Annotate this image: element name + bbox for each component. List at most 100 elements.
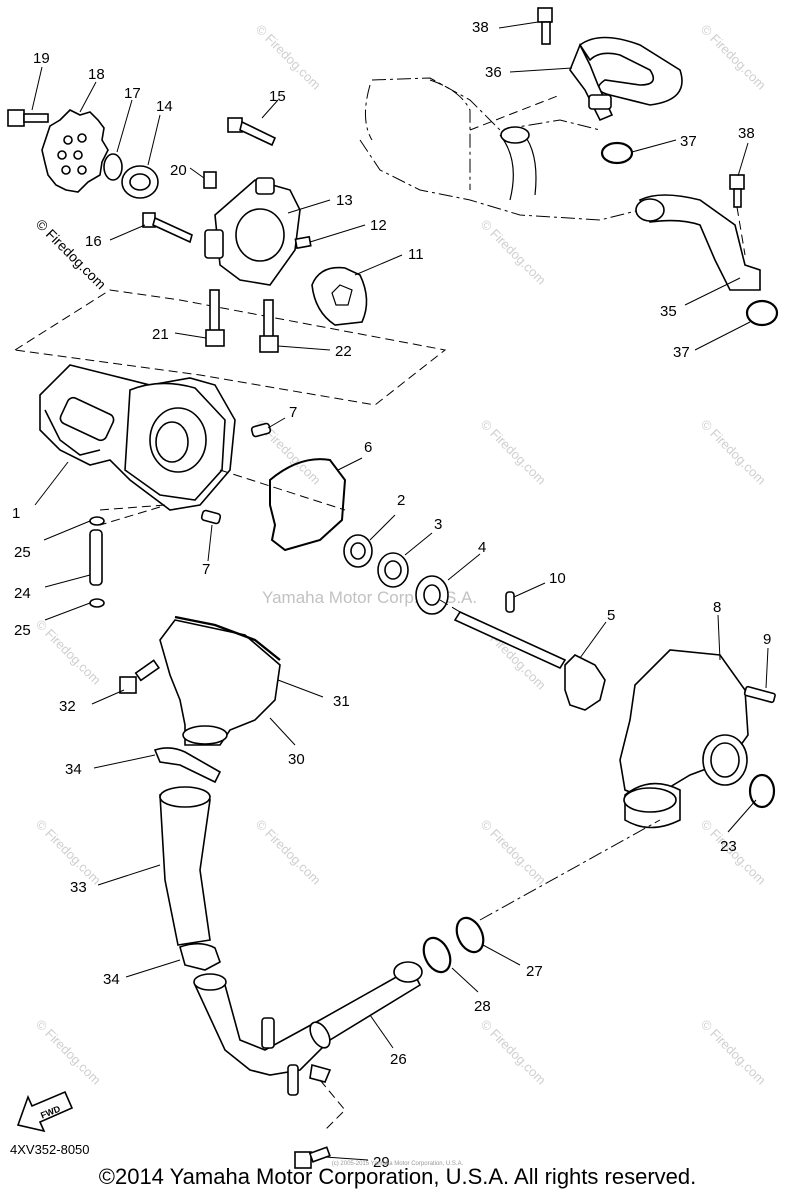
callout-38-right: 38	[738, 125, 755, 142]
callout-7-top: 7	[289, 404, 297, 421]
bolt	[119, 676, 137, 694]
callouts: 19 18 17 14 15 20 13 16 12 11 21 22 38 3…	[12, 19, 771, 1171]
lower-pipe-group	[193, 819, 661, 1169]
watermark: © Firedog.com	[253, 22, 324, 93]
callout-19: 19	[33, 50, 50, 67]
gasket	[174, 615, 281, 661]
callout-30: 30	[288, 751, 305, 768]
watermark: © Firedog.com	[698, 417, 769, 488]
watermark: © Firedog.com	[478, 1017, 549, 1088]
o-ring	[455, 916, 485, 954]
o-ring	[422, 936, 452, 974]
bolt	[263, 299, 274, 339]
leader-lines	[31, 21, 769, 1161]
callout-34-top: 34	[65, 761, 82, 778]
callout-5: 5	[607, 607, 615, 624]
callout-37-top: 37	[680, 133, 697, 150]
pump-cover	[619, 649, 776, 829]
callout-13: 13	[336, 192, 353, 209]
callout-34-bottom: 34	[103, 971, 120, 988]
callout-14: 14	[156, 98, 173, 115]
callout-10: 10	[549, 570, 566, 587]
bolt	[729, 174, 745, 190]
callout-36: 36	[485, 64, 502, 81]
hose-clamp	[179, 942, 221, 971]
callout-31: 31	[333, 693, 350, 710]
callout-25-bottom: 25	[14, 622, 31, 639]
copyright-small: (c) 2005-2015 Yamaha Motor Corporation, …	[331, 1161, 464, 1167]
o-ring	[600, 141, 634, 165]
callout-8: 8	[713, 599, 721, 616]
callout-32: 32	[59, 698, 76, 715]
hose-clamp	[588, 94, 612, 110]
impeller-shaft-group	[343, 534, 606, 711]
watermark: © Firedog.com	[33, 216, 109, 292]
washer	[103, 153, 123, 181]
impeller-shaft	[453, 610, 567, 670]
water-pump-housing	[39, 364, 347, 608]
inlet-elbow	[159, 619, 281, 746]
fwd-arrow-icon: FWD	[16, 1090, 74, 1133]
inlet-hose-group	[153, 747, 222, 971]
dowel-pin	[250, 422, 272, 438]
watermark: © Firedog.com	[33, 1017, 104, 1088]
watermark: © Firedog.com	[33, 817, 104, 888]
watermark: © Firedog.com	[698, 22, 769, 93]
callout-15: 15	[269, 88, 286, 105]
bolt	[7, 109, 25, 127]
watermark: © Firedog.com	[478, 217, 549, 288]
callout-21: 21	[152, 326, 169, 343]
water-pipe	[193, 963, 422, 1076]
callout-22: 22	[335, 343, 352, 360]
sprocket	[41, 109, 109, 193]
pipe	[89, 529, 103, 586]
callout-25-top: 25	[14, 544, 31, 561]
callout-33: 33	[70, 879, 87, 896]
copyright-footer: ©2014 Yamaha Motor Corporation, U.S.A. A…	[98, 1164, 697, 1189]
bolt	[743, 685, 776, 704]
outlet-hose-assembly	[359, 7, 779, 327]
callout-18: 18	[88, 66, 105, 83]
hose-clamp	[153, 747, 222, 784]
o-ring	[89, 516, 105, 526]
outlet-pipe	[638, 194, 761, 291]
impeller	[564, 654, 606, 711]
dowel-pin	[200, 509, 222, 525]
callout-28: 28	[474, 998, 491, 1015]
dowel-pin	[294, 235, 312, 250]
callout-3: 3	[434, 516, 442, 533]
callout-37-right: 37	[673, 344, 690, 361]
callout-2: 2	[397, 492, 405, 509]
watermark: © Firedog.com	[698, 1017, 769, 1088]
callout-20: 20	[170, 162, 187, 179]
watermark: © Firedog.com	[478, 417, 549, 488]
inlet-elbow-group	[119, 615, 281, 746]
hose-end	[500, 126, 530, 144]
oil-pump-rotor	[311, 266, 368, 326]
callout-4: 4	[478, 539, 486, 556]
callout-29: 29	[373, 1154, 390, 1171]
callout-9: 9	[763, 631, 771, 648]
callout-11: 11	[408, 246, 424, 263]
watermark: © Firedog.com	[253, 817, 324, 888]
gasket	[269, 458, 347, 552]
callout-35: 35	[660, 303, 677, 320]
o-ring	[748, 773, 776, 809]
callout-16: 16	[85, 233, 102, 250]
callout-23: 23	[720, 838, 737, 855]
callout-12: 12	[370, 217, 387, 234]
callout-6: 6	[364, 439, 372, 456]
watermark: © Firedog.com	[478, 817, 549, 888]
o-ring	[89, 598, 105, 608]
callout-38-top: 38	[472, 19, 489, 36]
watermark: © Firedog.com	[33, 617, 104, 688]
bolt	[537, 7, 553, 23]
drawing-code: 4XV352-8050	[10, 1142, 90, 1157]
callout-27: 27	[526, 963, 543, 980]
o-ring	[745, 299, 779, 327]
bolt	[209, 289, 220, 333]
callout-26: 26	[390, 1051, 407, 1068]
pin	[505, 591, 515, 613]
callout-17: 17	[124, 85, 141, 102]
